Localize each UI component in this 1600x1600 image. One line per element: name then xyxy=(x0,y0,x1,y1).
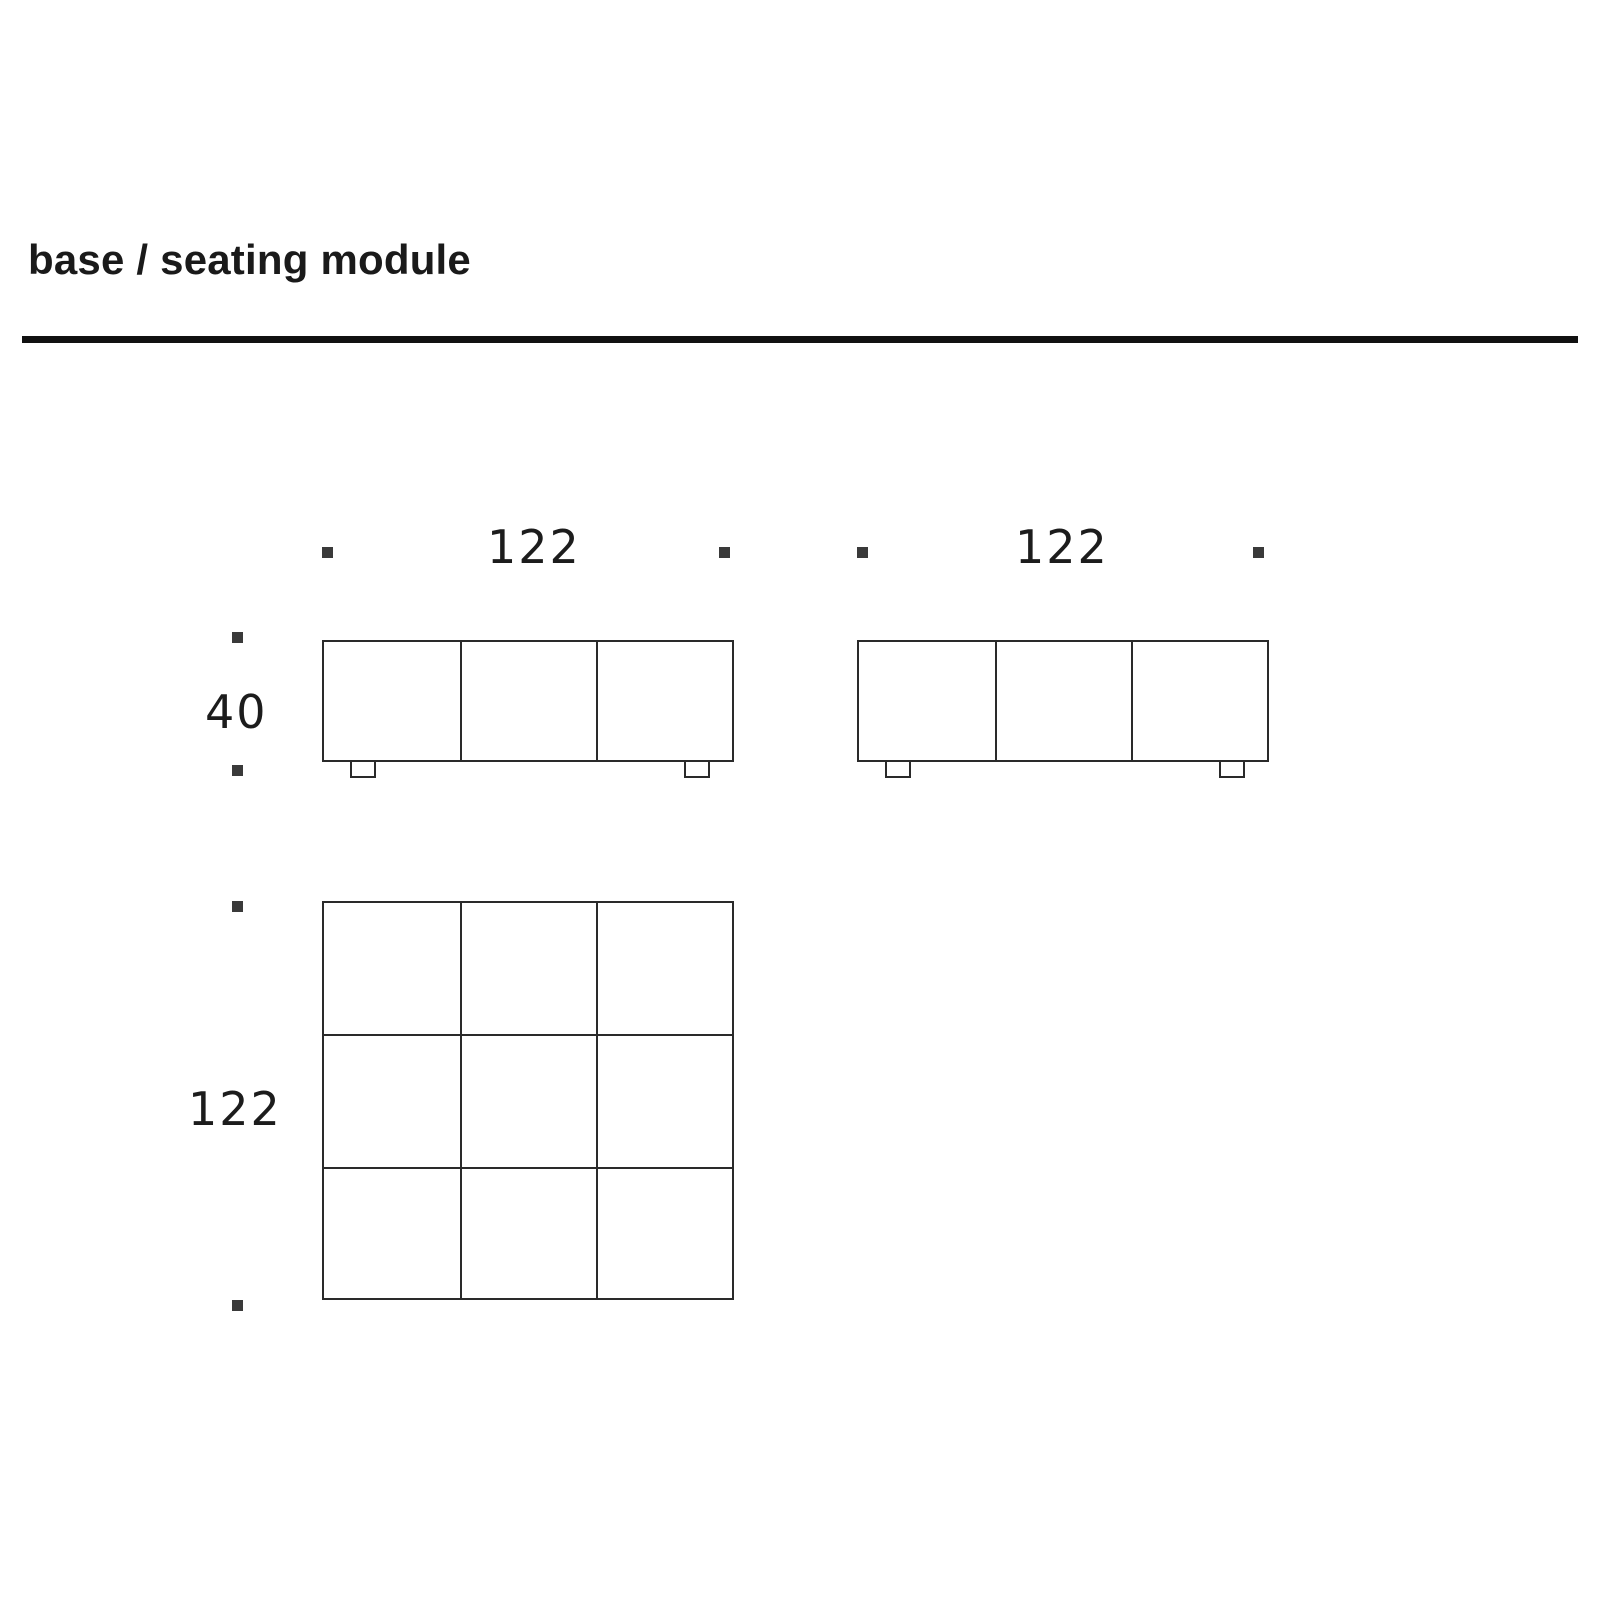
dimension-tick-icon xyxy=(719,547,730,558)
module-foot xyxy=(885,762,911,778)
dimension-label-width-right: 122 xyxy=(1015,520,1109,574)
plan-grid-line-horizontal xyxy=(322,1167,734,1169)
front-elevation-right xyxy=(857,640,1269,762)
technical-drawing: 122 122 40 122 xyxy=(0,420,1600,1420)
module-seam xyxy=(995,640,997,762)
module-foot xyxy=(1219,762,1245,778)
dimension-label-width-left: 122 xyxy=(487,520,581,574)
module-seam xyxy=(1131,640,1133,762)
dimension-tick-icon xyxy=(232,901,243,912)
module-seam xyxy=(596,640,598,762)
front-elevation-left xyxy=(322,640,734,762)
title-divider xyxy=(22,336,1578,343)
page-title: base / seating module xyxy=(28,236,471,283)
plan-top-view xyxy=(322,901,734,1300)
module-foot xyxy=(684,762,710,778)
plan-grid-line-vertical xyxy=(596,901,598,1300)
dimension-tick-icon xyxy=(322,547,333,558)
dimension-tick-icon xyxy=(857,547,868,558)
plan-grid-line-vertical xyxy=(460,901,462,1300)
dimension-label-depth: 122 xyxy=(188,1082,282,1136)
module-foot xyxy=(350,762,376,778)
dimension-tick-icon xyxy=(1253,547,1264,558)
plan-grid-line-horizontal xyxy=(322,1034,734,1036)
dimension-tick-icon xyxy=(232,1300,243,1311)
dimension-tick-icon xyxy=(232,765,243,776)
module-seam xyxy=(460,640,462,762)
dimension-tick-icon xyxy=(232,632,243,643)
dimension-label-height: 40 xyxy=(205,685,268,739)
